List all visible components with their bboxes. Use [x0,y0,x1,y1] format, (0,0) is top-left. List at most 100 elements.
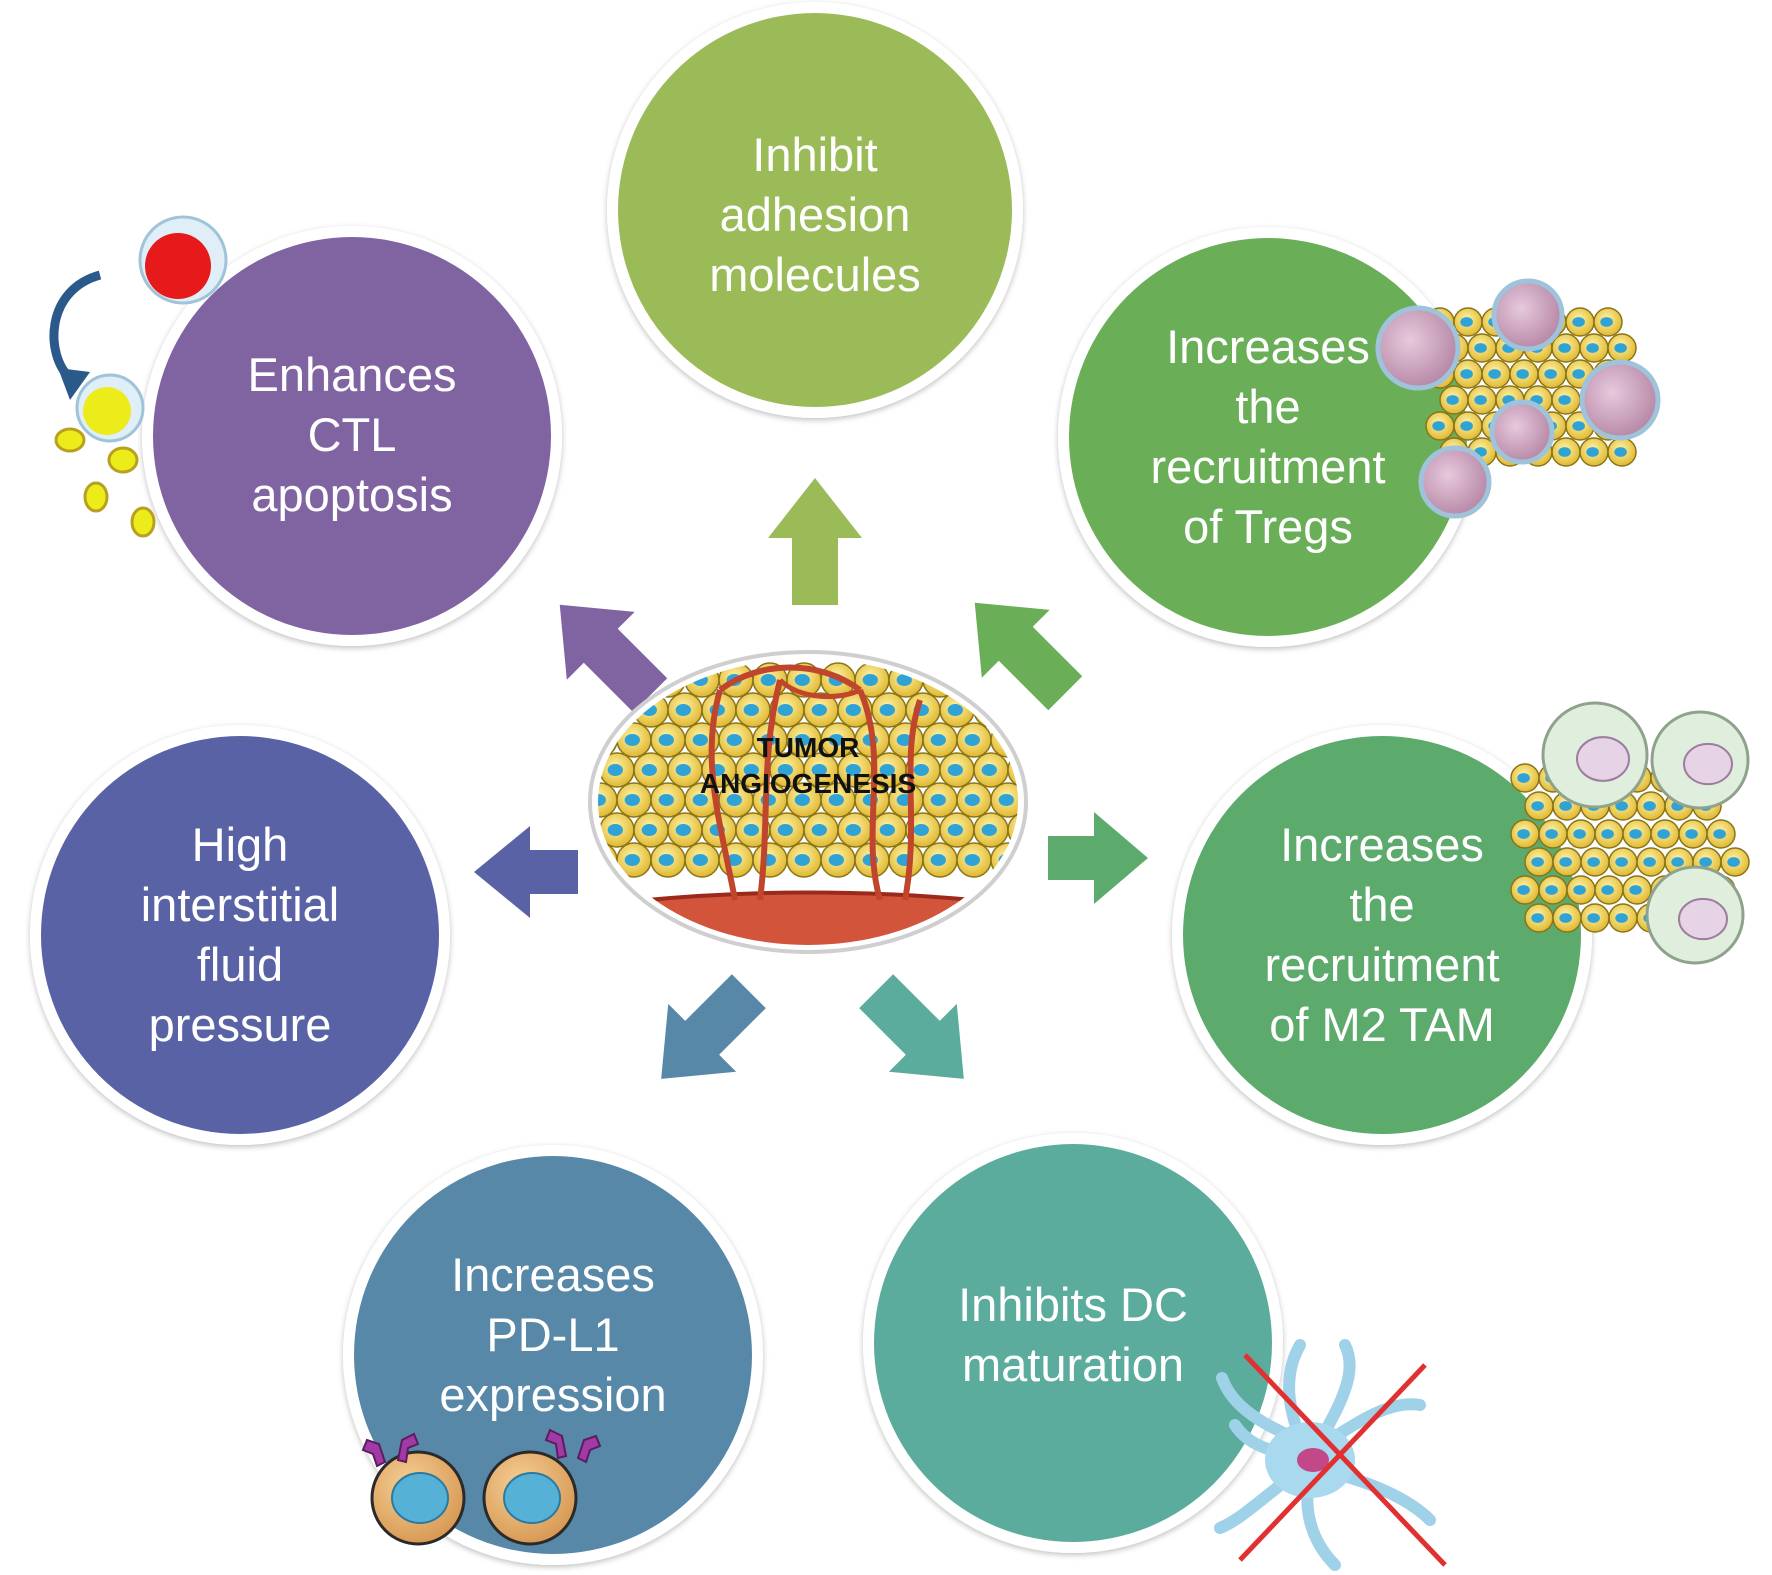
tumor-cell-icon [752,842,788,878]
treg-tumor-cell-icon [1481,359,1511,389]
m2-tumor-cell-icon [1510,819,1540,849]
node-pdl1 [343,1145,763,1565]
node-dc-circle [874,1144,1272,1542]
m2-tumor-cell-icon [1636,847,1666,877]
m2-tumor-cell-icon [1636,791,1666,821]
treg-tumor-cell-icon [1425,411,1455,441]
tumor-cell-icon [752,782,788,818]
node-dc [863,1133,1283,1553]
tumor-cell-icon [616,782,652,818]
tumor-cell-icon [888,782,924,818]
tumor-cell-icon [820,722,856,758]
tumor-cell-icon [718,722,754,758]
m2-tumor-cell-icon [1622,819,1652,849]
tumor-cell-icon [837,812,873,848]
tumor-cell-icon [769,812,805,848]
treg-tumor-cell-icon [1453,307,1483,337]
tumor-cell-icon [650,782,686,818]
tumor-cell-icon [888,842,924,878]
arrow-down-right [859,974,964,1079]
tumor-cell-icon [803,692,839,728]
tumor-cell-icon [735,812,771,848]
tumor-cell-icon [786,782,822,818]
node-tregs-circle [1069,238,1467,636]
treg-tumor-cell-icon [1453,411,1483,441]
m2-macrophage-icon [1510,701,1750,965]
m2-tumor-cell-icon [1538,819,1568,849]
m2-tumor-cell-icon [1594,875,1624,905]
m2-tumor-cell-icon [1566,875,1596,905]
tumor-cell-icon [650,722,686,758]
tumor-cell-icon [956,722,992,758]
m2-tumor-cell-icon [1552,903,1582,933]
m2-tumor-cell-icon [1580,847,1610,877]
node-pdl1-circle [354,1156,752,1554]
treg-tumor-cell-icon [1467,385,1497,415]
tumor-cell-icon [667,812,703,848]
tumor-cell-icon [701,752,737,788]
m2-tumor-cell-icon [1706,819,1736,849]
treg-tumor-cell-icon [1453,359,1483,389]
tumor-cell-icon [650,842,686,878]
tumor-cell-icon [939,812,975,848]
tumor-cell-icon [871,692,907,728]
treg-tumor-cell-icon [1537,359,1567,389]
m2-tumor-cell-icon [1538,875,1568,905]
pdl1-tumor-cells-icon [361,1428,602,1546]
treg-tumor-cell-icon [1593,307,1623,337]
m2-tumor-cell-icon [1608,903,1638,933]
m2-tumor-cell-icon [1580,903,1610,933]
node-adhesion-circle [618,13,1012,407]
treg-cells-icon [1375,278,1661,519]
arrow-left [474,826,578,918]
tumor-cell-icon [990,782,1018,818]
tumor-cell-icon [616,842,652,878]
treg-tumor-cell-icon [1607,437,1637,467]
m2-tumor-cell-icon [1524,847,1554,877]
tumor-cell-icon [803,812,839,848]
m2-tumor-cell-icon [1566,819,1596,849]
arrow-up-left [559,604,668,713]
node-adhesion [607,2,1023,418]
m2-tumor-cell-icon [1510,875,1540,905]
m2-tumor-cell-icon [1510,763,1540,793]
treg-cell-icon [1491,278,1565,352]
treg-tumor-cell-icon [1579,333,1609,363]
tumor-cell-icon [871,812,907,848]
m2-tumor-cell-icon [1650,819,1680,849]
tumor-cell-icon [769,692,805,728]
tumor-vessel-icon [588,650,1028,954]
node-pressure [30,725,450,1145]
m2-tumor-cell-icon [1608,847,1638,877]
node-tregs [1058,227,1478,647]
tumor-cell-icon [786,722,822,758]
tumor-cell-icon [667,752,703,788]
treg-tumor-cell-icon [1439,385,1469,415]
tumor-cell-icon [854,662,890,698]
tumor-cell-icon [633,752,669,788]
m2-tumor-cell-icon [1622,875,1652,905]
arrow-up [768,478,862,605]
m2-tumor-cell-icon [1678,819,1708,849]
treg-tumor-cell-icon [1509,359,1539,389]
tumor-cell-icon [820,782,856,818]
tumor-cell-icon [888,722,924,758]
treg-tumor-cell-icon [1551,333,1581,363]
tumor-cell-icon [718,782,754,818]
node-ctl-circle [153,237,551,635]
tumor-cell-icon [837,752,873,788]
treg-tumor-cell-icon [1607,333,1637,363]
macrophage-cell-icon [1650,710,1750,810]
treg-cell-icon [1489,399,1555,465]
node-ctl [142,226,562,646]
tumor-cell-icon [956,782,992,818]
m2-tumor-cell-icon [1524,791,1554,821]
m2-tumor-cell-icon [1594,819,1624,849]
tumor-cell-icon [973,752,1009,788]
tumor-cell-icon [786,842,822,878]
arrow-down-left [661,974,766,1079]
tumor-cell-icon [956,842,992,878]
tumor-cell-icon [769,752,805,788]
treg-cell-icon [1418,445,1492,519]
